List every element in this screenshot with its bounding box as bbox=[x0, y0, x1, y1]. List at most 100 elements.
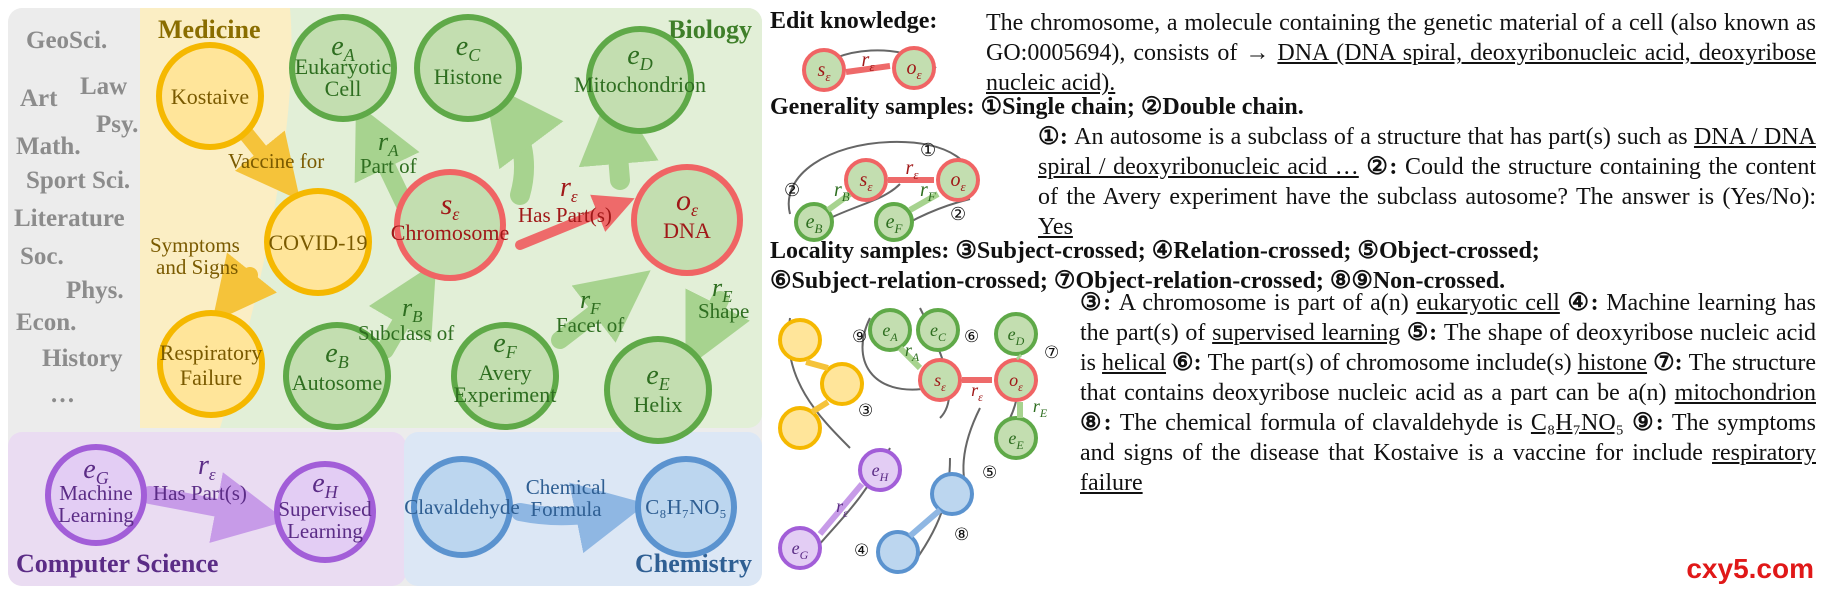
formula-label: C₈H₇NO₅ bbox=[645, 495, 726, 519]
gen-text-1: An autosome is a subclass of a structure… bbox=[1074, 124, 1694, 150]
eC-label: Histone bbox=[434, 64, 502, 89]
gen-s-symbol: sε bbox=[860, 169, 874, 194]
chem-edge-labels: Chemical Formula bbox=[526, 475, 607, 521]
gen-o-symbol: oε bbox=[950, 169, 966, 194]
gen-answer-2: Yes bbox=[1038, 214, 1073, 240]
resp-label-1: Respiratory bbox=[160, 340, 263, 365]
loc-key: ⑥: bbox=[1166, 350, 1208, 376]
locality-title-text: Locality samples: bbox=[770, 238, 956, 264]
eG-label-2: Learning bbox=[58, 503, 134, 527]
loc-purple-symbols: eH eG rε bbox=[792, 460, 890, 562]
yellow-node-labels: Kostaive COVID-19 Respiratory Failure bbox=[160, 84, 368, 390]
knowledge-graph-panel: Medicine Biology Computer Science Chemis… bbox=[0, 0, 770, 593]
medicine-edge-labels: Vaccine for Symptoms and Signs bbox=[150, 149, 324, 279]
clavaldehyde-label: Clavaldehyde bbox=[404, 495, 519, 519]
gen-rF-symbol: rF bbox=[920, 179, 937, 204]
edit-answer: DNA (DNA spiral, deoxyribonucleic acid, … bbox=[986, 40, 1816, 96]
loc-blue-edge bbox=[908, 507, 942, 539]
eF-label-1: Avery bbox=[478, 360, 531, 385]
gen-marker-2b: ② bbox=[950, 204, 966, 224]
gen-eB-symbol: eB bbox=[806, 211, 823, 236]
edge-facet-of bbox=[551, 270, 651, 349]
biology-edge-labels: rA Part of rB Subclass of rF Facet of rE… bbox=[358, 127, 749, 345]
re-symbol: rε bbox=[560, 172, 578, 206]
mini-o-symbol: oε bbox=[906, 57, 922, 82]
rE-symbol: rE bbox=[712, 273, 733, 306]
part-of-label: Part of bbox=[360, 154, 417, 178]
eG-symbol: eG bbox=[83, 454, 108, 488]
loc-blue-2 bbox=[876, 530, 920, 574]
domain-item: Math. bbox=[16, 133, 81, 160]
edit-knowledge-text: The chromosome, a molecule containing th… bbox=[986, 8, 1816, 98]
eF-symbol: eF bbox=[493, 328, 517, 362]
edit-node-labels: sε Chromosome oε DNA bbox=[391, 184, 711, 245]
loc-answer: supervised learning bbox=[1212, 320, 1401, 346]
mini-s-symbol: sε bbox=[818, 59, 832, 84]
node-object bbox=[631, 164, 743, 276]
gen-marker-1: ① bbox=[920, 140, 936, 160]
node-respiratory-failure bbox=[157, 310, 265, 418]
eE-symbol: eE bbox=[646, 360, 669, 394]
loc-key: ⑨: bbox=[1624, 410, 1672, 436]
loc-key: ③: bbox=[1080, 290, 1119, 316]
loc-eC-node bbox=[916, 308, 960, 352]
loc-edit-symbols: sε rε oε bbox=[934, 370, 1023, 404]
node-eE bbox=[604, 336, 712, 444]
eB-label: Autosome bbox=[292, 370, 382, 395]
loc-chain-3 bbox=[861, 317, 931, 391]
node-subject bbox=[394, 169, 506, 281]
loc-eG-symbol: eG bbox=[792, 538, 809, 562]
mini-edit-edge bbox=[845, 63, 891, 75]
loc-key: ⑦: bbox=[1647, 350, 1689, 376]
loc-marker-9: ⑨ bbox=[852, 327, 867, 346]
loc-eA-symbol: eA bbox=[882, 320, 898, 344]
gen-eB-node bbox=[794, 202, 834, 242]
generality-title-text: Generality samples: bbox=[770, 94, 981, 120]
edit-knowledge-title: Edit knowledge: bbox=[770, 8, 938, 34]
node-eG bbox=[45, 444, 147, 546]
node-eF bbox=[451, 322, 559, 430]
loc-key: ⑧: bbox=[1080, 410, 1120, 436]
samples-panel: Edit knowledge: sε rε oε The chromosome,… bbox=[770, 0, 1824, 593]
loc-marker-6: ⑥ bbox=[964, 327, 979, 346]
eC-symbol: eC bbox=[456, 31, 481, 65]
mini-r-symbol: rε bbox=[862, 49, 876, 74]
loc-s-symbol: sε bbox=[934, 370, 946, 394]
domain-item: GeoSci. bbox=[26, 27, 107, 54]
subject-label: Chromosome bbox=[391, 220, 510, 245]
loc-answer: histone bbox=[1577, 350, 1648, 376]
formula-edge-label: Formula bbox=[530, 497, 602, 521]
domain-item: Law bbox=[80, 73, 127, 100]
node-kostaive bbox=[156, 42, 264, 150]
subclass-of-label: Subclass of bbox=[358, 321, 454, 345]
eA-label-2: Cell bbox=[325, 76, 362, 101]
gen-eF-node bbox=[874, 202, 914, 242]
edge-mito bbox=[578, 84, 659, 190]
mini-object-node bbox=[892, 46, 936, 90]
generality-title: Generality samples: ①Single chain; ②Doub… bbox=[770, 92, 1304, 121]
loc-eD-symbol: eD bbox=[1008, 324, 1025, 348]
edit-mini-graph: sε rε oε bbox=[802, 46, 937, 92]
edge-symptoms bbox=[212, 252, 277, 323]
loc-key: ④: bbox=[1559, 290, 1607, 316]
gen-green-edges bbox=[826, 191, 940, 213]
gen-eF-symbol: eF bbox=[886, 211, 904, 236]
eH-label-2: Learning bbox=[287, 519, 363, 543]
cs-has-parts-label: Has Part(s) bbox=[153, 481, 247, 505]
domain-list: GeoSci. Art Law Psy. Math. Sport Sci. Li… bbox=[14, 27, 138, 408]
edge-shape bbox=[685, 288, 750, 369]
locality-mini-graph: eA eC eD eE rA rE sε rε oε eH eG rε ⑨ ③ … bbox=[778, 307, 1059, 574]
loc-eG-node bbox=[778, 526, 822, 570]
loc-eA-node bbox=[868, 308, 912, 352]
eH-label-1: Supervised bbox=[278, 497, 372, 521]
node-eD bbox=[586, 26, 694, 134]
eB-symbol: eB bbox=[325, 338, 348, 372]
watermark: cxy5.com bbox=[1686, 553, 1814, 584]
green-node-labels: eA Eukaryotic Cell eC Histone eD Mitocho… bbox=[292, 31, 706, 417]
loc-blue-1 bbox=[930, 472, 974, 516]
generality-single-chain: ①Single chain; bbox=[980, 94, 1141, 120]
loc-rA-symbol: rA bbox=[905, 340, 920, 364]
loc-yellow-3 bbox=[778, 406, 822, 450]
gen-text-2: Could the structure containing the conte… bbox=[1038, 154, 1816, 210]
loc-marker-3: ③ bbox=[858, 401, 873, 420]
